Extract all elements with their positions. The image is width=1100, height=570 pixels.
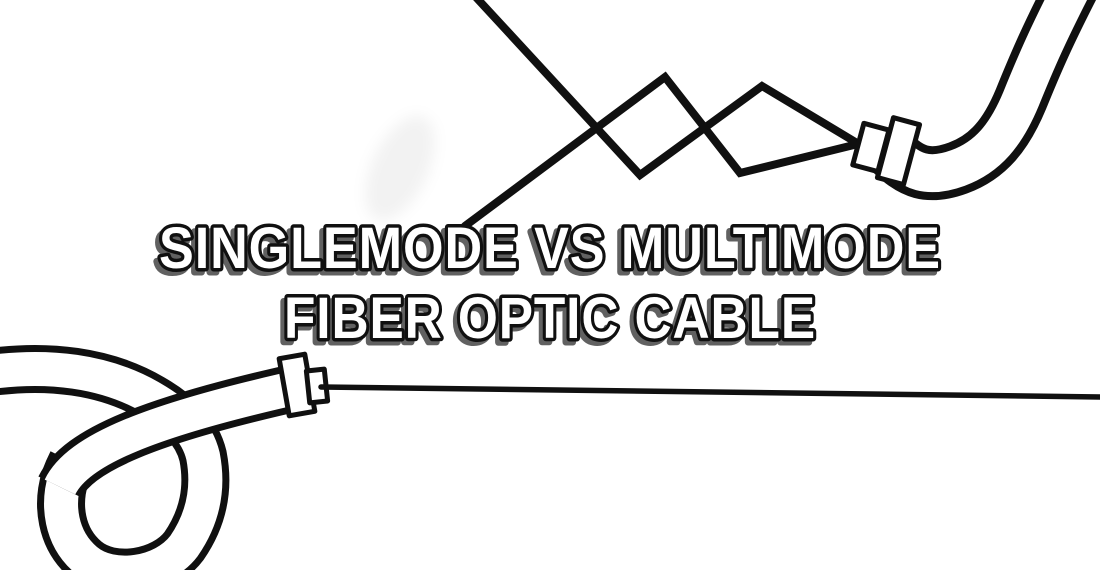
cable-loop-core: [0, 351, 223, 570]
singlemode-straight-ray: [318, 384, 1100, 400]
pencil-smudge: [365, 115, 435, 221]
title-block: SINGLEMODE VS MULTIMODE SINGLEMODE VS MU…: [152, 213, 944, 359]
multimode-ray-b: [461, 71, 866, 230]
cable-exit-core: [44, 369, 307, 496]
title-line2-shadow: FIBER OPTIC CABLE: [280, 290, 812, 355]
coiled-cable: [0, 344, 309, 570]
top-connector-ferrule: [850, 120, 892, 175]
bottom-connector: [276, 351, 331, 419]
multimode-ray-a: [473, 0, 866, 181]
top-cable: [872, 0, 1097, 201]
title-line2: FIBER OPTIC CABLE: [284, 286, 816, 351]
title-line1: SINGLEMODE VS MULTIMODE: [159, 216, 941, 281]
multimode-zigzag-rays: [461, 0, 866, 230]
title-line1-shadow: SINGLEMODE VS MULTIMODE: [155, 220, 937, 285]
top-connector: [850, 115, 923, 188]
top-cable-core: [878, 0, 1088, 193]
